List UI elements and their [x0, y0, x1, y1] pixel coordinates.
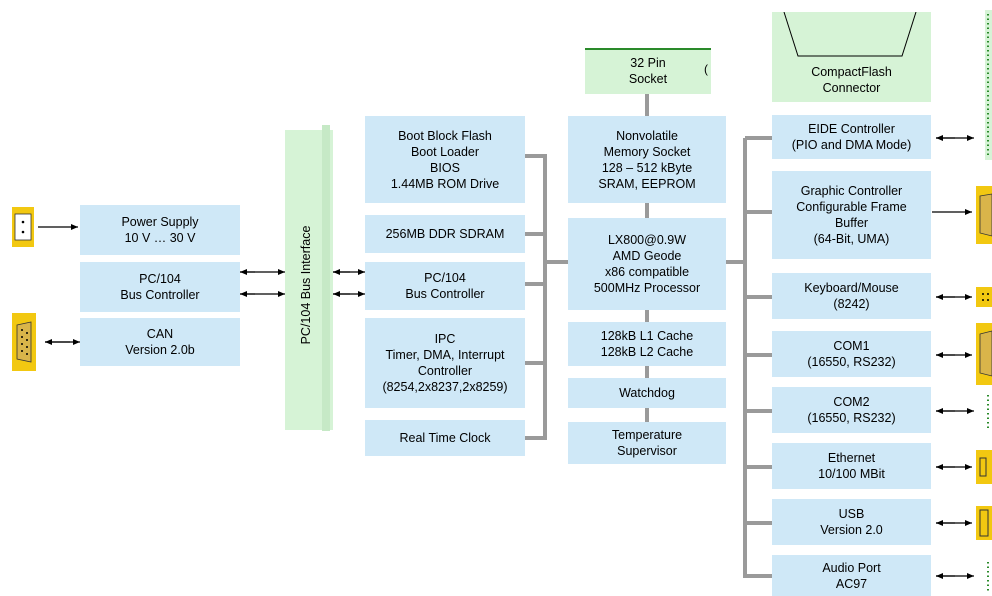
cpu-label: LX800@0.9W AMD Geode x86 compatible 500M… [593, 233, 701, 295]
ethernet-connector-icon [976, 450, 992, 484]
keyboard-label: Keyboard/Mouse (8242) [804, 281, 899, 311]
can-dsub-connector-icon [12, 313, 36, 371]
com1-block: COM1 (16550, RS232) [772, 331, 931, 377]
power-supply-block: Power Supply 10 V … 30 V [80, 205, 240, 255]
ide-header-icon [985, 10, 992, 160]
temperature-label: Temperature Supervisor [611, 428, 683, 458]
socket-glyph: ( [704, 62, 708, 76]
sdram-label: 256MB DDR SDRAM [385, 227, 505, 241]
socket-label: 32 Pin Socket [628, 56, 668, 86]
keyboard-mouse-block: Keyboard/Mouse (8242) [772, 273, 931, 319]
watchdog-block: Watchdog [568, 378, 726, 408]
middle-bus [525, 154, 568, 440]
audio-label: Audio Port AC97 [822, 560, 881, 591]
com2-block: COM2 (16550, RS232) [772, 387, 931, 433]
compactflash-slot-icon [783, 12, 917, 57]
ethernet-label: Ethernet 10/100 MBit [818, 451, 885, 481]
cpu-block: LX800@0.9W AMD Geode x86 compatible 500M… [568, 218, 726, 310]
power-connector-icon [12, 207, 34, 247]
bios-label: Boot Block Flash Boot Loader BIOS 1.44MB… [390, 128, 500, 191]
compactflash-label: CompactFlash Connector [811, 65, 892, 95]
audio-block: Audio Port AC97 [772, 555, 931, 596]
cache-block: 128kB L1 Cache 128kB L2 Cache [568, 322, 726, 366]
eide-block: EIDE Controller (PIO and DMA Mode) [772, 115, 931, 159]
ipc-block: IPC Timer, DMA, Interrupt Controller (82… [365, 318, 525, 408]
middle-pc104-label: PC/104 Bus Controller [405, 271, 485, 301]
cache-label: 128kB L1 Cache 128kB L2 Cache [600, 329, 694, 359]
usb-label: USB Version 2.0 [820, 507, 883, 537]
right-bus [726, 136, 772, 578]
bios-block: Boot Block Flash Boot Loader BIOS 1.44MB… [365, 116, 525, 203]
eide-label: EIDE Controller (PIO and DMA Mode) [791, 122, 912, 152]
vga-connector-icon [976, 186, 992, 244]
graphic-label: Graphic Controller Configurable Frame Bu… [796, 184, 907, 246]
com2-label: COM2 (16550, RS232) [807, 395, 896, 425]
temperature-block: Temperature Supervisor [568, 422, 726, 464]
usb-connector-icon [976, 506, 992, 540]
arrows [38, 135, 974, 579]
nvram-label: Nonvolatile Memory Socket 128 – 512 kByt… [598, 128, 696, 191]
ps2-connector-icon [976, 287, 992, 307]
can-block: CAN Version 2.0b [80, 318, 240, 366]
left-pc104-controller-block: PC/104 Bus Controller [80, 262, 240, 312]
watchdog-label: Watchdog [619, 386, 675, 400]
com1-label: COM1 (16550, RS232) [807, 339, 896, 369]
sdram-block: 256MB DDR SDRAM [365, 215, 525, 253]
ipc-label: IPC Timer, DMA, Interrupt Controller (82… [382, 332, 508, 394]
rtc-block: Real Time Clock [365, 420, 525, 456]
graphic-controller-block: Graphic Controller Configurable Frame Bu… [772, 171, 931, 259]
com1-dsub-connector-icon [976, 323, 992, 385]
ethernet-block: Ethernet 10/100 MBit [772, 443, 931, 489]
socket-block [585, 48, 711, 94]
left-pc104-label: PC/104 Bus Controller [120, 272, 200, 302]
usb-block: USB Version 2.0 [772, 499, 931, 545]
can-label: CAN Version 2.0b [125, 327, 195, 357]
compactflash-block [772, 12, 931, 102]
power-supply-label: Power Supply 10 V … 30 V [121, 215, 199, 245]
middle-pc104-controller-block: PC/104 Bus Controller [365, 262, 525, 310]
bus-edge [322, 125, 330, 431]
nvram-block: Nonvolatile Memory Socket 128 – 512 kByt… [568, 116, 726, 203]
bus-interface-label: PC/104 Bus Interface [299, 225, 313, 345]
rtc-label: Real Time Clock [399, 431, 491, 445]
